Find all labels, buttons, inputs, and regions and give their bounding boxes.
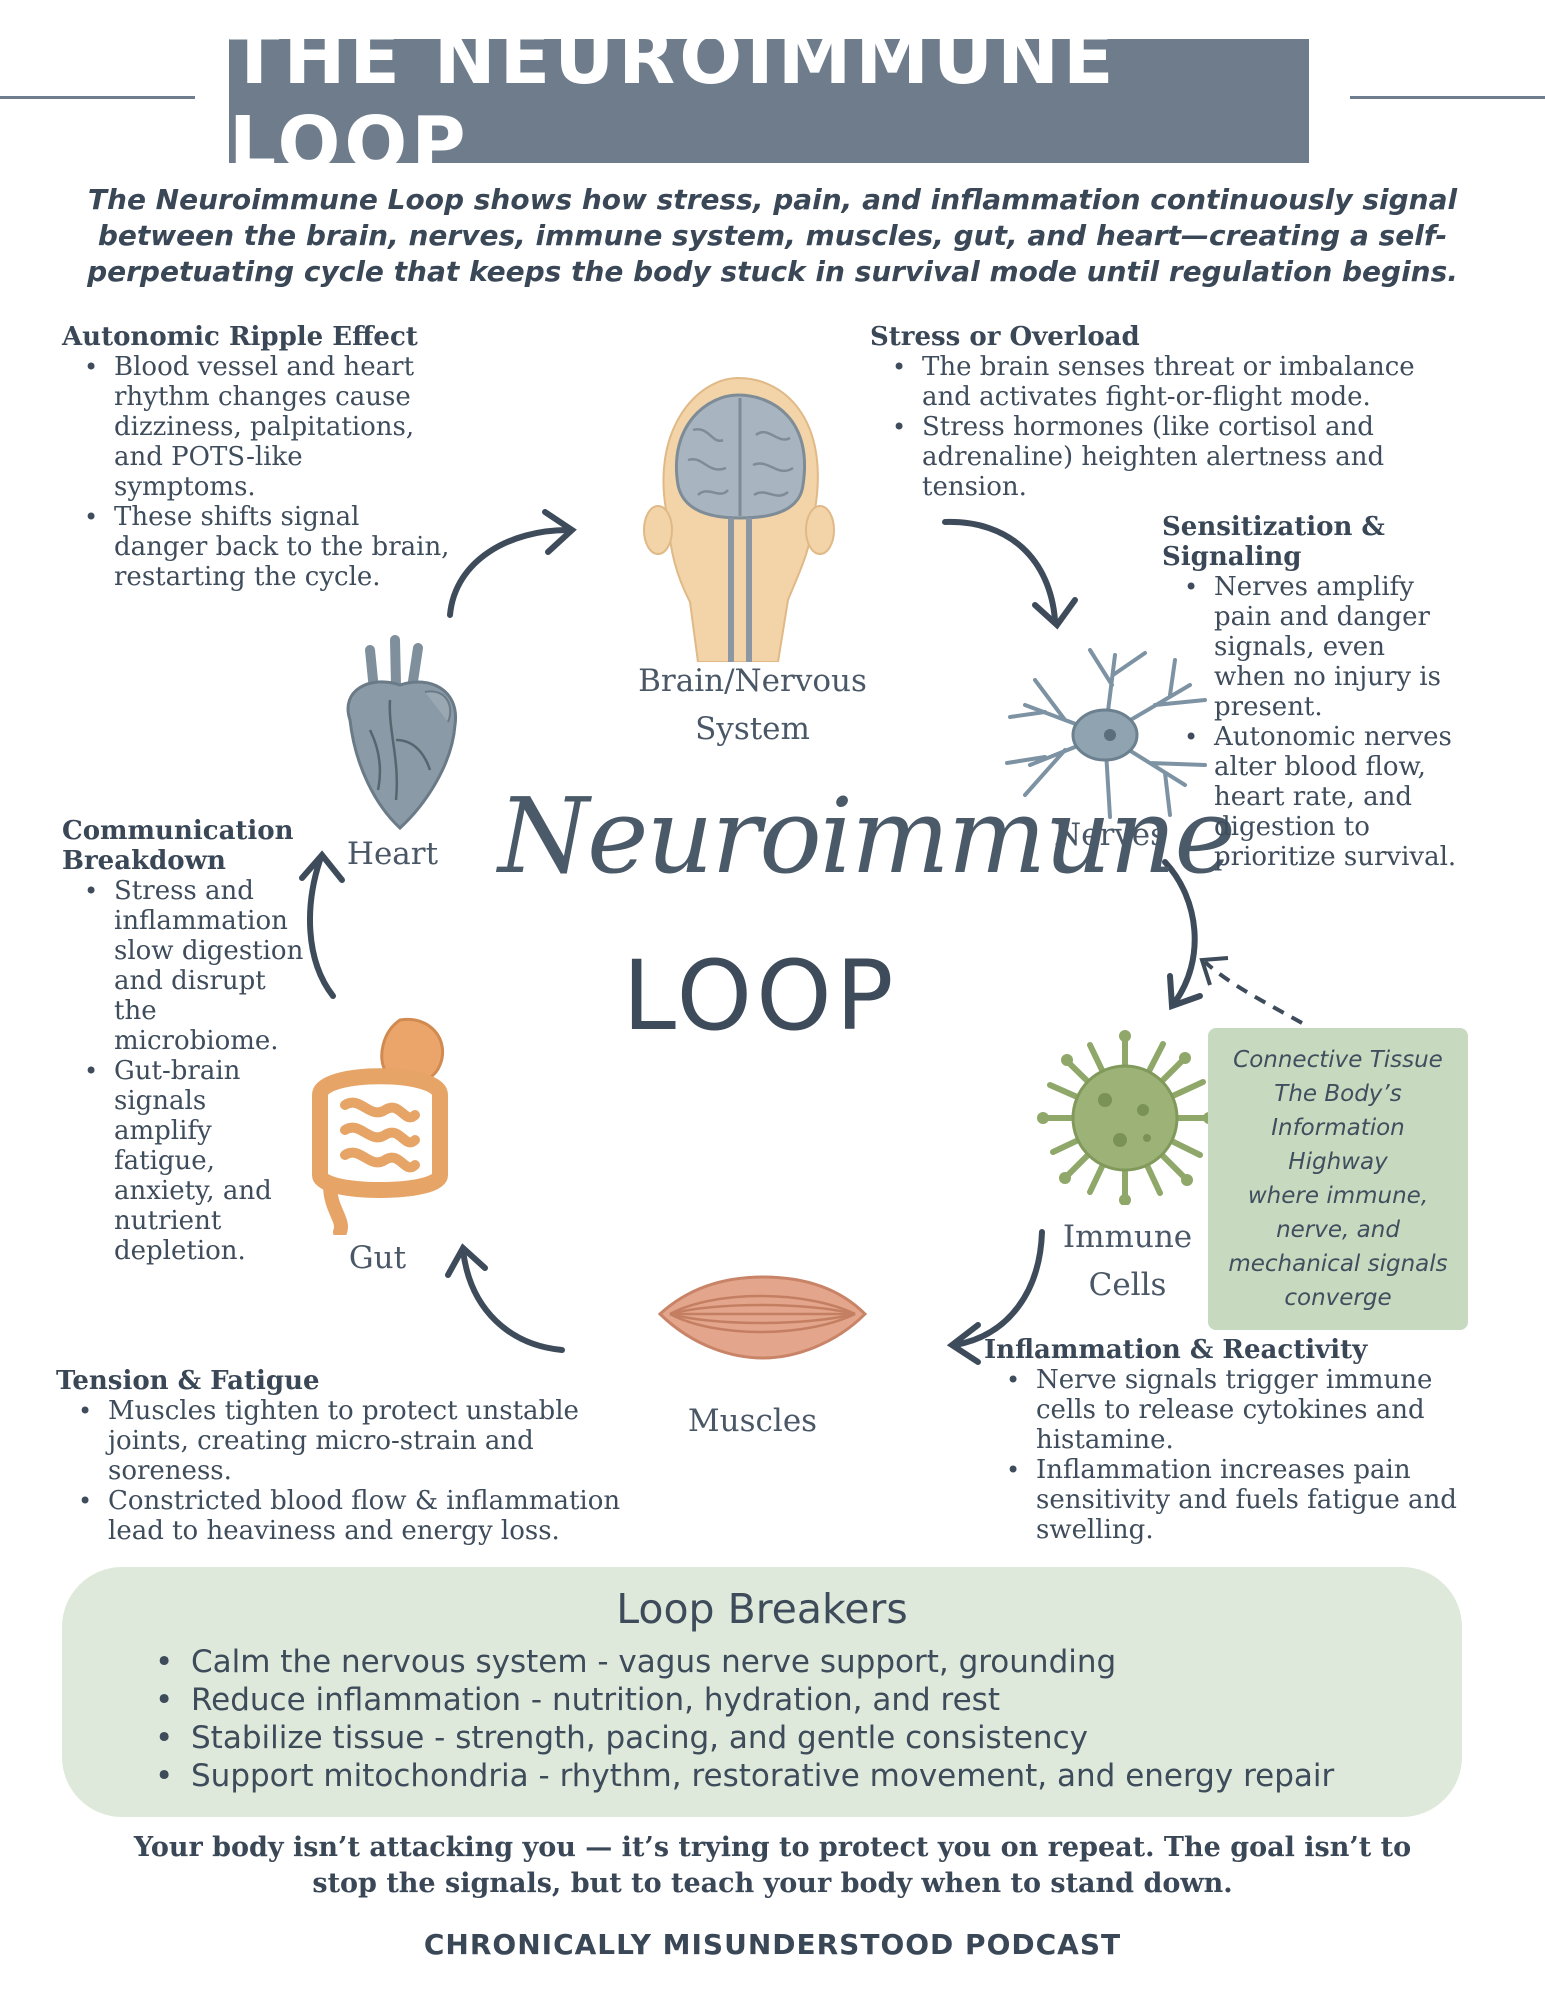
arrow-brain-to-nerves <box>942 518 1058 623</box>
nerves-label: Nerves <box>1053 817 1167 853</box>
loop-breakers-title: Loop Breakers <box>616 1585 908 1633</box>
ct-line: Information <box>1271 1115 1405 1141</box>
immune-label-line1: Immune <box>1062 1219 1193 1255</box>
arrow-connective-dashed <box>1203 960 1303 1025</box>
bullet: These shifts signal danger back to the b… <box>84 502 452 592</box>
loop-breaker-item: Stabilize tissue - strength, pacing, and… <box>155 1719 1334 1757</box>
connective-tissue-box: Connective Tissue The Body’s Information… <box>1208 1028 1468 1330</box>
bullet: Autonomic nerves alter blood flow, heart… <box>1184 722 1462 872</box>
bullet: Nerve signals trigger immune cells to re… <box>1006 1365 1464 1455</box>
section-inflammation: Inflammation & Reactivity Nerve signals … <box>984 1335 1464 1545</box>
bullet: Nerves amplify pain and danger signals, … <box>1184 572 1462 722</box>
immune-cell-icon <box>1037 1030 1215 1205</box>
podcast-footer: CHRONICALLY MISUNDERSTOOD PODCAST <box>423 1928 1122 1961</box>
immune-label-line2: Cells <box>1088 1267 1167 1303</box>
muscles-label: Muscles <box>687 1403 818 1439</box>
arrow-nerves-to-immune <box>1162 859 1198 1005</box>
closing-statement: Your body isn’t attacking you — it’s try… <box>133 1832 1412 1899</box>
loop-breaker-item: Support mitochondria - rhythm, restorati… <box>155 1757 1334 1795</box>
bullet: Gut-brain signals amplify fatigue, anxie… <box>84 1056 312 1266</box>
section-heading: Stress or Overload <box>870 322 1140 352</box>
center-script-title: Neuroimmune <box>498 775 1236 897</box>
brain-label: Brain/Nervous System <box>600 657 905 753</box>
section-heading: Autonomic Ripple Effect <box>62 322 418 352</box>
section-tension: Tension & Fatigue Muscles tighten to pro… <box>56 1366 656 1546</box>
bullet: Muscles tighten to protect unstable join… <box>78 1396 656 1486</box>
nerve-cell-icon <box>1005 648 1207 819</box>
muscle-icon <box>657 1275 868 1360</box>
title-banner: THE NEUROIMMUNE LOOP <box>229 15 1309 187</box>
arrow-heart-to-brain <box>447 527 571 618</box>
loop-breaker-item: Calm the nervous system - vagus nerve su… <box>155 1643 1334 1681</box>
arrow-gut-to-heart <box>307 857 336 999</box>
ct-line: Connective Tissue <box>1233 1047 1443 1073</box>
section-heading: Inflammation & Reactivity <box>984 1335 1368 1365</box>
gut-icon <box>312 1017 448 1235</box>
center-loop-title: LOOP <box>622 940 898 1052</box>
ct-line: The Body’s <box>1274 1081 1402 1107</box>
arrow-muscles-to-gut <box>460 1247 565 1353</box>
brain-head-icon <box>643 376 835 662</box>
bullet: Blood vessel and heart rhythm changes ca… <box>84 352 452 502</box>
loop-breakers-panel: Loop Breakers Calm the nervous system - … <box>62 1567 1462 1817</box>
section-sensitization: Sensitization &Signaling Nerves amplify … <box>1162 512 1462 872</box>
ct-line: mechanical signals <box>1228 1251 1448 1277</box>
brain-label-line1: Brain/Nervous <box>638 663 867 699</box>
heart-label: Heart <box>346 836 439 872</box>
bullet: Stress and inflammation slow digestion a… <box>84 876 312 1056</box>
ct-line: Highway <box>1288 1149 1388 1175</box>
brain-label-line2: System <box>695 711 810 747</box>
bullet: Stress hormones (like cortisol and adren… <box>892 412 1460 502</box>
gut-label: Gut <box>348 1240 407 1276</box>
bullet: Constricted blood flow & inflammation le… <box>78 1486 656 1546</box>
heart-icon <box>346 635 458 830</box>
loop-breaker-item: Reduce inflammation - nutrition, hydrati… <box>155 1681 1334 1719</box>
bullet: The brain senses threat or imbalance and… <box>892 352 1460 412</box>
bullet: Inflammation increases pain sensitivity … <box>1006 1455 1464 1545</box>
immune-label: Immune Cells <box>1040 1213 1215 1309</box>
title-rule-right <box>1350 96 1545 99</box>
section-autonomic: Autonomic Ripple Effect Blood vessel and… <box>62 322 452 592</box>
page-title: THE NEUROIMMUNE LOOP <box>229 15 1118 187</box>
section-stress: Stress or Overload The brain senses thre… <box>870 322 1460 502</box>
ct-line: where immune, <box>1247 1183 1429 1209</box>
arrow-immune-to-muscles <box>952 1229 1045 1348</box>
section-heading: Tension & Fatigue <box>56 1366 320 1396</box>
title-rule-left <box>0 96 195 99</box>
intro-text: The Neuroimmune Loop shows how stress, p… <box>87 183 1458 288</box>
ct-line: nerve, and <box>1276 1217 1400 1243</box>
ct-line: converge <box>1284 1285 1392 1311</box>
section-heading: Sensitization &Signaling <box>1162 512 1385 572</box>
